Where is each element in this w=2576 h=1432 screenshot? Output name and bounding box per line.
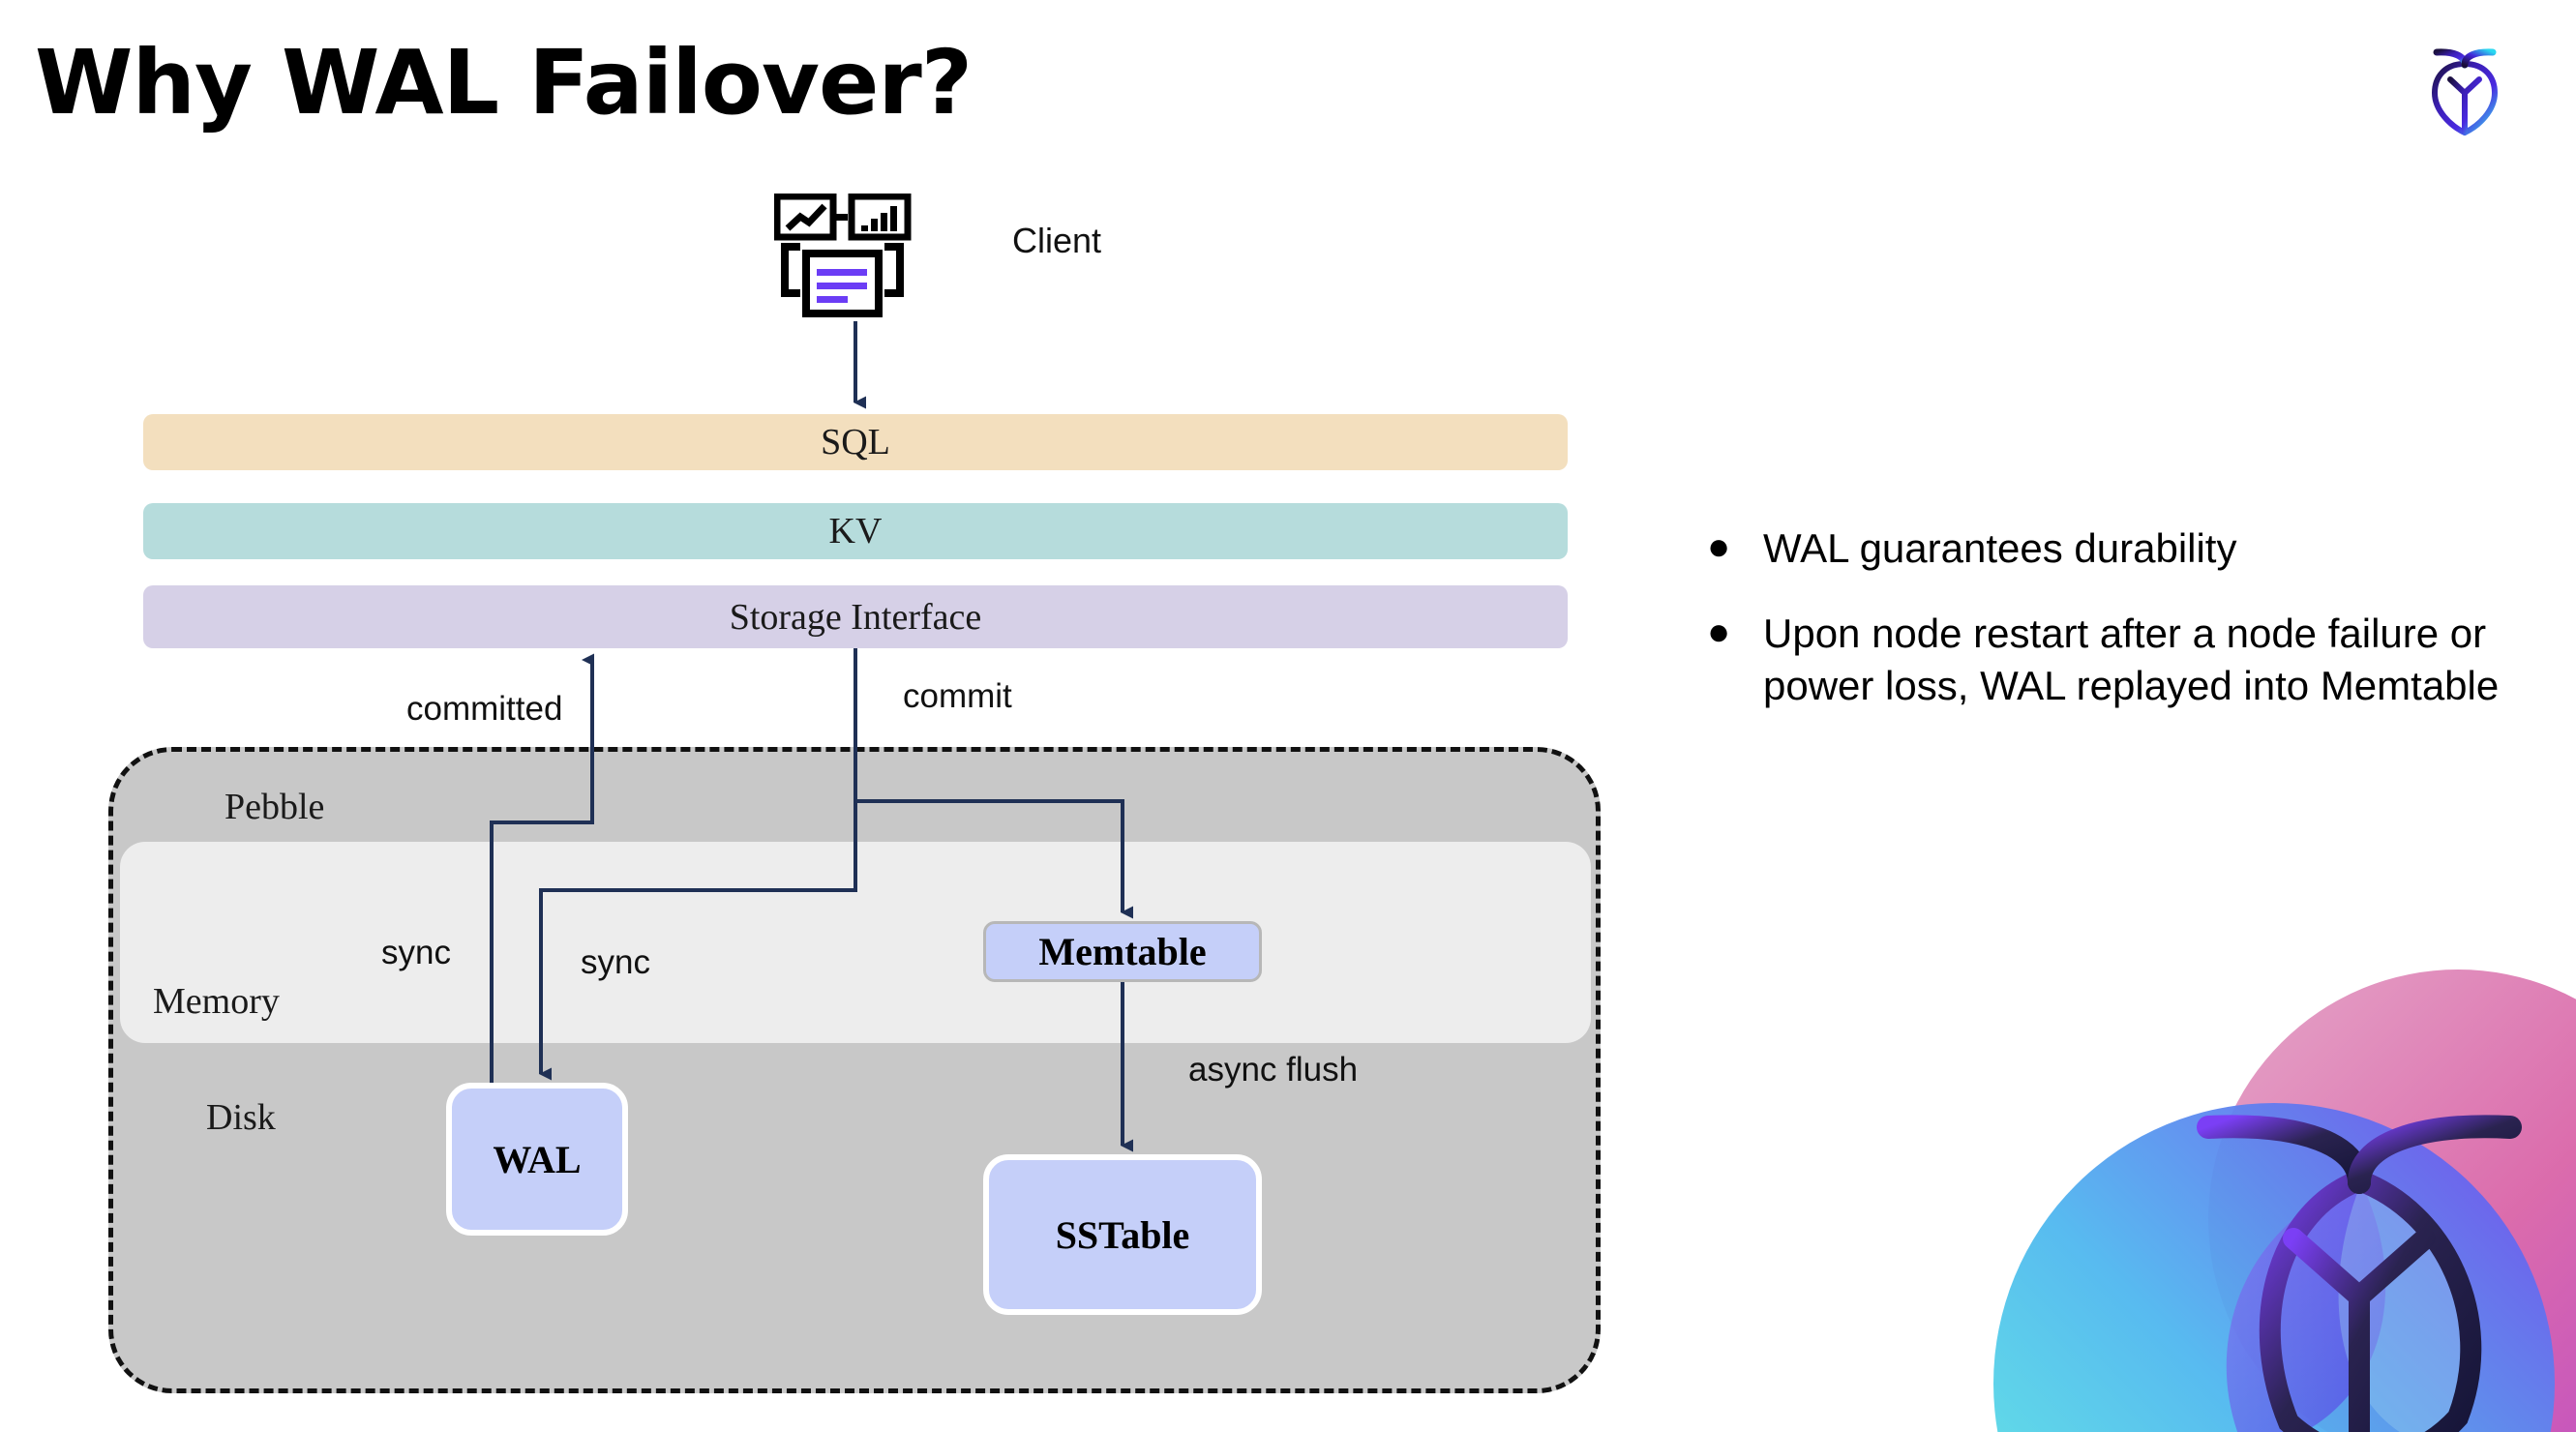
node-sstable: SSTable [983, 1154, 1262, 1315]
architecture-diagram: Client SQL KV Storage Interface Pebble M… [108, 193, 1601, 1393]
edge-label-commit: commit [903, 677, 1012, 715]
layer-label-storage-interface: Storage Interface [729, 596, 982, 638]
list-item: ● Upon node restart after a node failure… [1703, 608, 2535, 712]
pebble-label: Pebble [225, 787, 325, 827]
edge-label-committed: committed [406, 690, 563, 728]
layer-bar-sql: SQL [143, 414, 1568, 470]
list-item: ● WAL guarantees durability [1703, 522, 2535, 575]
layer-bar-storage-interface: Storage Interface [143, 585, 1568, 648]
edge-label-sync-in: sync [581, 943, 650, 981]
disk-label: Disk [206, 1097, 276, 1138]
node-label-sstable: SSTable [1055, 1212, 1190, 1257]
memory-region [120, 842, 1591, 1043]
bullet-marker-icon: ● [1707, 525, 1731, 568]
layer-label-sql: SQL [821, 422, 890, 462]
layer-bar-kv: KV [143, 503, 1568, 559]
memory-label: Memory [153, 981, 280, 1022]
node-memtable: Memtable [983, 921, 1262, 982]
cockroachdb-logo-icon [2411, 37, 2518, 143]
edge-label-sync-out: sync [381, 934, 451, 971]
edge-label-async-flush: async flush [1188, 1051, 1359, 1089]
node-label-memtable: Memtable [1038, 930, 1207, 973]
layer-label-kv: KV [828, 511, 883, 552]
client-label: Client [1012, 221, 1102, 260]
node-label-wal: WAL [493, 1137, 582, 1181]
page-title: Why WAL Failover? [35, 31, 973, 134]
bullet-marker-icon: ● [1707, 610, 1731, 653]
node-wal: WAL [446, 1083, 628, 1236]
bullet-text: WAL guarantees durability [1763, 525, 2237, 571]
cockroachdb-decorative-circles-icon [1955, 929, 2576, 1432]
bullet-text: Upon node restart after a node failure o… [1763, 610, 2500, 708]
client-dashboard-icon [773, 193, 924, 319]
bullet-list: ● WAL guarantees durability ● Upon node … [1703, 522, 2535, 744]
